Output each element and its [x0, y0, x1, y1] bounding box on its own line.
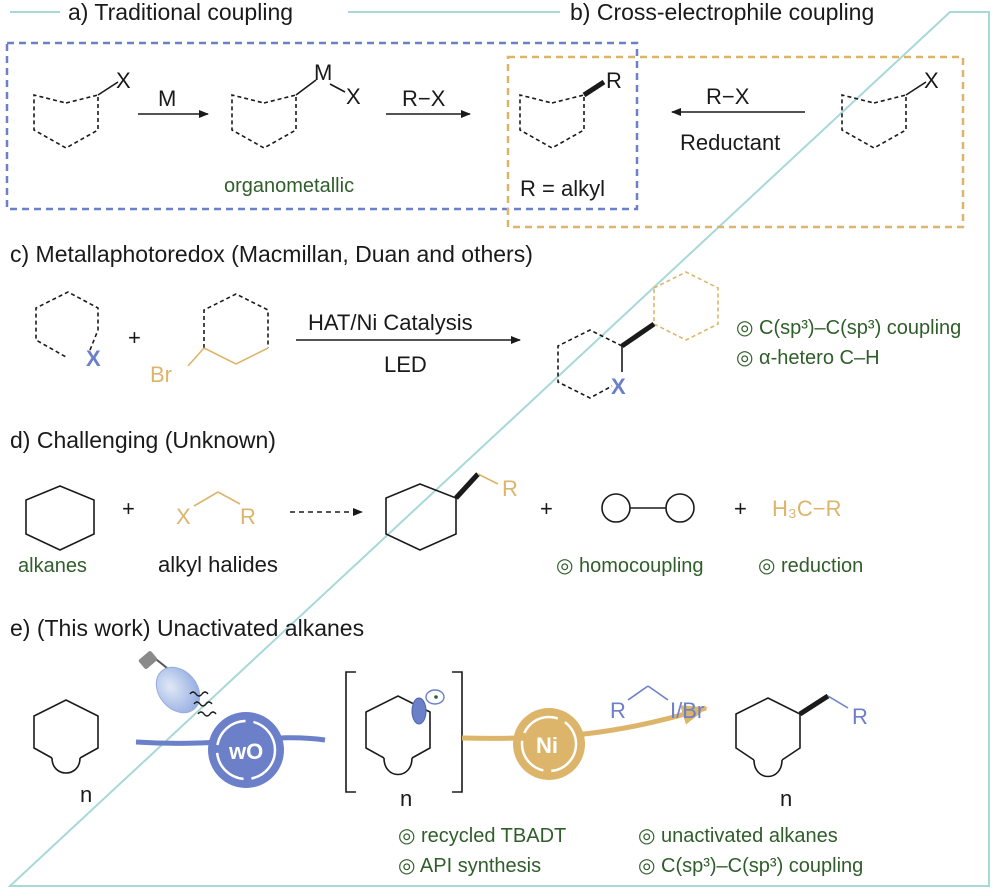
e-reagent-r-label: R: [610, 698, 626, 723]
rx-reagent-label: R−X: [402, 86, 446, 111]
d-halide-r-label: R: [240, 504, 256, 529]
product-ring-size-n: n: [780, 786, 792, 811]
homocoupling-dimer-structure: [601, 493, 695, 523]
reductant-label: Reductant: [680, 130, 780, 155]
radical-intermediate-structure: [365, 695, 431, 776]
e-bullet-api-synthesis: ◎ API synthesis: [398, 855, 541, 877]
tbadt-wo-label: wO: [228, 739, 263, 764]
cross-electrophile-box: [506, 55, 965, 229]
e-product-r-label: R: [852, 704, 868, 729]
outer-frame: [7, 11, 990, 887]
d-plus-sign-1: +: [122, 496, 135, 521]
e-product-structure: [735, 693, 849, 778]
c-bullet-coupling: ◎ C(sp³)–C(sp³) coupling: [736, 317, 961, 339]
metal-reagent-label: M: [158, 86, 176, 111]
product-r-label: R: [606, 68, 622, 93]
homocoupling-label: ◎ homocoupling: [556, 555, 704, 577]
section-e-title: e) (This work) Unactivated alkanes: [10, 615, 364, 641]
alkyl-halide-structure: [193, 491, 241, 507]
nickel-catalyst-icon: [513, 708, 585, 780]
alkyl-halides-label: alkyl halides: [158, 552, 278, 577]
light-bulb-icon: [138, 651, 201, 714]
light-waves-icon: [189, 691, 217, 717]
alkane-structure: [25, 485, 95, 551]
section-b-title: b) Cross-electrophile coupling: [570, 0, 874, 25]
r-alkyl-label: R = alkyl: [520, 176, 605, 201]
cyclohexyl-halide-structure: [33, 81, 119, 149]
b-reagent-label: R−X: [706, 84, 750, 109]
d-plus-sign-3: +: [734, 496, 747, 521]
alkylated-product-structure: [519, 79, 606, 149]
radical-orbital-icon: [411, 689, 445, 725]
d-plus-sign-2: +: [540, 496, 553, 521]
cyclohexyl-bromide-structure: [187, 293, 269, 367]
bromide-label: Br: [150, 362, 172, 387]
c-product-structure: [557, 271, 719, 399]
organometallic-label: organometallic: [224, 175, 354, 197]
hat-ni-condition: HAT/Ni Catalysis: [308, 310, 473, 335]
intermediate-ring-size-n: n: [400, 786, 412, 811]
e-alkyl-halide-structure: [627, 685, 669, 701]
methyl-reduction-formula: H₃C−R: [772, 496, 841, 521]
radical-intermediate-bracket: [345, 671, 463, 793]
heteroatom-x-label: X: [86, 346, 101, 371]
section-a-title: a) Traditional coupling: [68, 0, 293, 25]
metal-x-label: X: [346, 84, 361, 109]
e-bullet-unactivated-alkanes: ◎ unactivated alkanes: [638, 825, 838, 847]
d-halide-x-label: X: [176, 504, 191, 529]
halide-x-label: X: [116, 68, 131, 93]
metal-m-label: M: [314, 60, 332, 85]
e-bullet-coupling: ◎ C(sp³)–C(sp³) coupling: [638, 855, 863, 877]
led-condition: LED: [384, 352, 427, 377]
e-bullet-recycled-tbadt: ◎ recycled TBADT: [398, 825, 566, 847]
tbadt-catalyst-icon: [208, 712, 284, 788]
c-bullet-alpha-hetero: ◎ α-hetero C–H: [736, 347, 880, 369]
section-d-title: d) Challenging (Unknown): [10, 427, 276, 453]
d-product-r-label: R: [502, 476, 518, 501]
section-c-title: c) Metallaphotoredox (Macmillan, Duan an…: [10, 241, 533, 267]
b-cyclohexyl-halide-structure: [841, 81, 927, 149]
nickel-ni-label: Ni: [536, 733, 558, 758]
d-product-structure: [385, 472, 499, 551]
reduction-label: ◎ reduction: [758, 555, 863, 577]
c-plus-sign: +: [128, 325, 141, 350]
traditional-box: [5, 41, 639, 211]
alkanes-label: alkanes: [18, 555, 87, 577]
c-product-x-label: X: [611, 374, 626, 399]
heterocycle-structure: [35, 291, 99, 358]
e-alkane-structure: [33, 699, 99, 774]
e-ring-size-n: n: [80, 782, 92, 807]
e-reagent-halide-label: I/Br: [670, 698, 704, 723]
organometallic-structure: [231, 79, 346, 149]
nickel-flow-path: [461, 705, 708, 741]
b-halide-x-label: X: [924, 68, 939, 93]
